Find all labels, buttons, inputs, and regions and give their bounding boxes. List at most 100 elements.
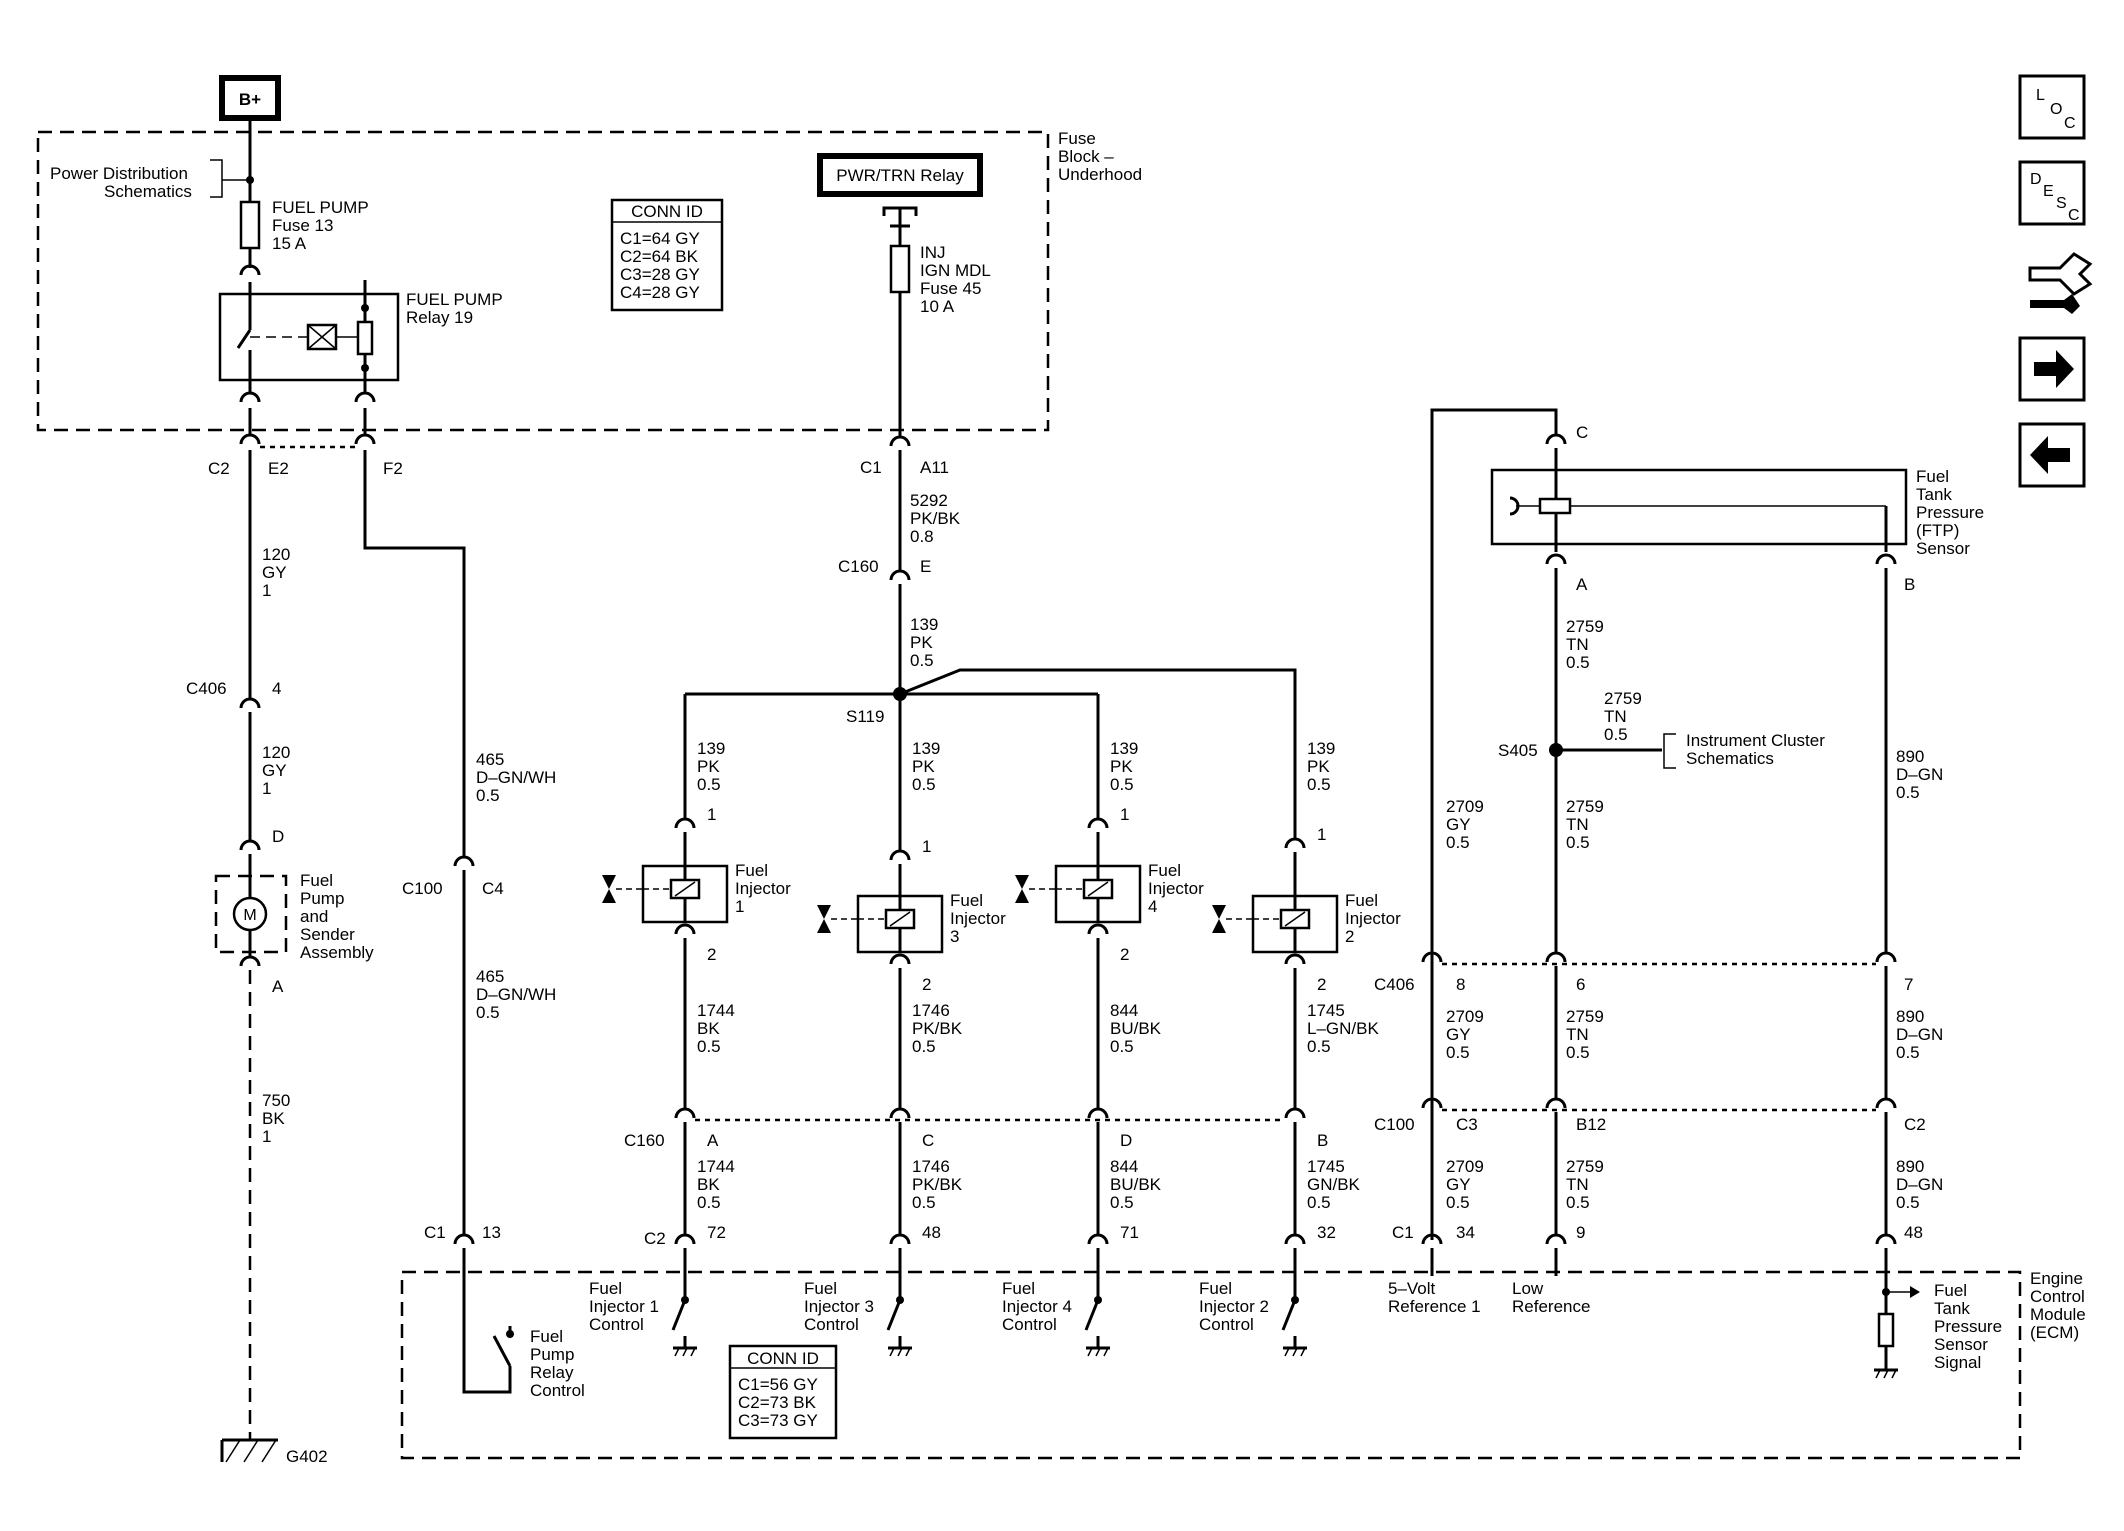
ground-g402: G402 xyxy=(220,1438,328,1466)
control-label: Control xyxy=(1002,1315,1057,1334)
wire-color: PK xyxy=(1307,757,1330,776)
valve-icon xyxy=(602,875,616,903)
wire-size: 0.5 xyxy=(1307,775,1331,794)
svg-text:Sender: Sender xyxy=(300,925,355,944)
svg-text:TN: TN xyxy=(1604,707,1627,726)
svg-text:Control: Control xyxy=(530,1381,585,1400)
svg-text:CONN ID: CONN ID xyxy=(631,202,703,221)
svg-text:O: O xyxy=(2050,101,2062,118)
control-label: Injector 2 xyxy=(1199,1297,1269,1316)
injector-label: Fuel xyxy=(950,891,983,910)
wire-750: 750 BK 1 xyxy=(262,1091,290,1146)
svg-text:C100: C100 xyxy=(402,879,443,898)
connector-terminal xyxy=(674,923,696,935)
control-label: Control xyxy=(589,1315,644,1334)
svg-text:139: 139 xyxy=(910,615,938,634)
nav-next-icon[interactable] xyxy=(2018,336,2086,402)
wire-number: 844 xyxy=(1110,1001,1138,1020)
wire-2709-lower: 2709 GY 0.5 xyxy=(1446,1157,1484,1212)
wire-465-lower: 465 D–GN/WH 0.5 xyxy=(476,967,556,1022)
svg-text:C: C xyxy=(1576,423,1588,442)
nav-tools-icon[interactable] xyxy=(2028,252,2093,314)
svg-text:S119: S119 xyxy=(846,707,884,726)
svg-text:Pump: Pump xyxy=(530,1345,574,1364)
c406-left-pin: 4 xyxy=(272,679,281,698)
switch-blade xyxy=(1084,1299,1100,1331)
connector-terminal xyxy=(1284,1107,1306,1119)
wire-120-upper: 120 GY 1 xyxy=(262,545,290,600)
svg-text:Sensor: Sensor xyxy=(1916,539,1970,558)
svg-text:Schematics: Schematics xyxy=(104,182,192,201)
conn-id-table-bottom: CONN ID C1=56 GY C2=73 BK C3=73 GY xyxy=(728,1344,838,1440)
svg-text:Fuse 45: Fuse 45 xyxy=(920,279,981,298)
bplus-label: B+ xyxy=(239,90,261,109)
wire-2759-upper: 2759 TN 0.5 xyxy=(1566,617,1604,672)
svg-text:FUEL PUMP: FUEL PUMP xyxy=(406,290,503,309)
ecm-pin-label: 71 xyxy=(1120,1223,1139,1242)
c406-left-label: C406 xyxy=(186,679,227,698)
ground-hatch xyxy=(690,1347,696,1357)
wire-890-upper: 890 D–GN 0.5 xyxy=(1896,747,1943,802)
wire-size: 0.5 xyxy=(912,775,936,794)
nav-loc-icon[interactable]: L O C xyxy=(2018,74,2086,140)
ground-hatch xyxy=(1300,1347,1306,1357)
wire-color: BU/BK xyxy=(1110,1175,1162,1194)
pin-1-label: 1 xyxy=(707,805,716,824)
svg-text:0.8: 0.8 xyxy=(910,527,934,546)
wire-number: 1746 xyxy=(912,1157,950,1176)
svg-text:F2: F2 xyxy=(383,459,403,478)
connector-terminal xyxy=(889,953,911,965)
fuse-block-label: Fuse Block – Underhood xyxy=(1058,129,1142,184)
svg-text:Low: Low xyxy=(1512,1279,1544,1298)
connector-terminal xyxy=(674,1233,696,1245)
svg-text:0.5: 0.5 xyxy=(1896,1193,1920,1212)
svg-text:Sensor: Sensor xyxy=(1934,1335,1988,1354)
svg-text:1: 1 xyxy=(262,1127,271,1146)
connector-terminal xyxy=(889,1107,911,1119)
wire-number: 1744 xyxy=(697,1001,735,1020)
fuel-pump-relay: FUEL PUMP Relay 19 xyxy=(218,280,503,392)
svg-text:Assembly: Assembly xyxy=(300,943,374,962)
svg-text:2759: 2759 xyxy=(1604,689,1642,708)
injector-label: Injector xyxy=(735,879,791,898)
control-label: Control xyxy=(804,1315,859,1334)
connector-terminal xyxy=(674,817,696,829)
pin-1-label: 1 xyxy=(922,837,931,856)
svg-text:Relay: Relay xyxy=(530,1363,574,1382)
wire-2759-mid: 2759 TN 0.5 xyxy=(1566,797,1604,852)
ground-hatch xyxy=(1087,1347,1093,1357)
svg-text:10 A: 10 A xyxy=(920,297,955,316)
nav-desc-icon[interactable]: D E S C xyxy=(2018,160,2086,226)
wire-color: PK xyxy=(912,757,935,776)
wire-color: PK/BK xyxy=(912,1175,963,1194)
coil-stroke xyxy=(1284,911,1306,927)
svg-text:Reference 1: Reference 1 xyxy=(1388,1297,1481,1316)
injector-label: 3 xyxy=(950,927,959,946)
wire-2759-branch: 2759 TN 0.5 xyxy=(1604,689,1642,744)
connector-terminal xyxy=(1087,1233,1109,1245)
battery-positive: B+ xyxy=(219,75,281,121)
svg-text:CONN ID: CONN ID xyxy=(747,1349,819,1368)
svg-text:0.5: 0.5 xyxy=(1446,1043,1470,1062)
injector-label: 4 xyxy=(1148,897,1157,916)
svg-text:G402: G402 xyxy=(286,1447,328,1466)
svg-text:A11: A11 xyxy=(920,458,949,477)
svg-text:Fuel: Fuel xyxy=(530,1327,563,1346)
ground-hatch xyxy=(1292,1347,1298,1357)
wire-number: 844 xyxy=(1110,1157,1138,1176)
nav-prev-icon[interactable] xyxy=(2018,422,2086,488)
svg-text:5292: 5292 xyxy=(910,491,948,510)
svg-text:C3: C3 xyxy=(1456,1115,1478,1134)
wire-2759-lower-mid: 2759 TN 0.5 xyxy=(1566,1007,1604,1062)
svg-text:GY: GY xyxy=(1446,1025,1471,1044)
pin-2-label: 2 xyxy=(922,975,931,994)
connector-terminal xyxy=(1087,817,1109,829)
svg-text:TN: TN xyxy=(1566,635,1589,654)
motor-icon: M xyxy=(243,907,256,924)
svg-text:S: S xyxy=(2056,195,2067,212)
svg-text:GY: GY xyxy=(1446,1175,1471,1194)
valve-icon xyxy=(817,905,831,933)
fuel-injector-2: 139PK0.51FuelInjector221745L–GN/BK0.5B17… xyxy=(1199,739,1401,1357)
svg-text:INJ: INJ xyxy=(920,243,946,262)
svg-text:2709: 2709 xyxy=(1446,797,1484,816)
